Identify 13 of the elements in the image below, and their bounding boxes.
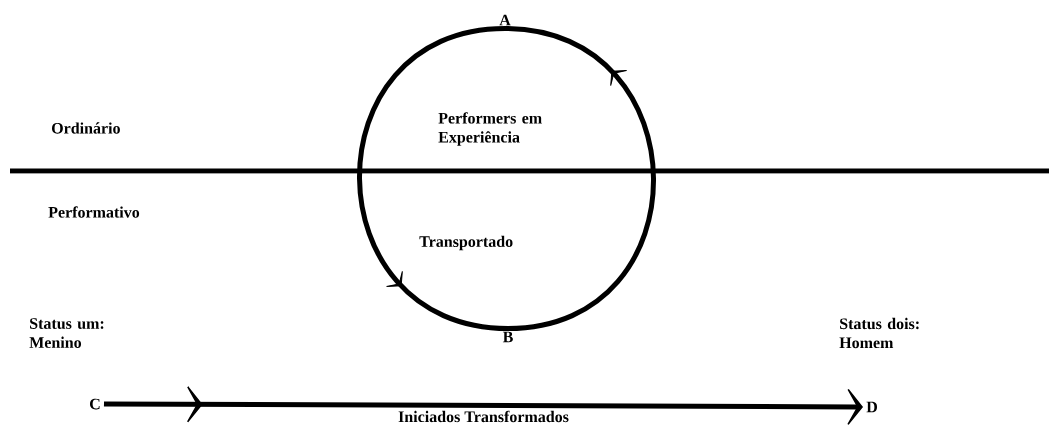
point-label: A xyxy=(499,14,511,26)
text-label: Performers em Experiência xyxy=(438,112,542,146)
text-label: Status um: Menino xyxy=(29,318,104,348)
text-label: Ordinário xyxy=(52,122,120,134)
point-label: D xyxy=(866,401,877,413)
point-label: B xyxy=(502,331,513,343)
arrow xyxy=(504,26,656,331)
edge-label: Iniciados Transformados xyxy=(398,410,569,423)
text-label: Status dois: Homem xyxy=(839,317,919,349)
text-label: Performativo xyxy=(48,206,140,218)
arrow xyxy=(357,26,509,331)
point-label: C xyxy=(90,398,100,410)
text-label: Transportado xyxy=(419,235,513,251)
